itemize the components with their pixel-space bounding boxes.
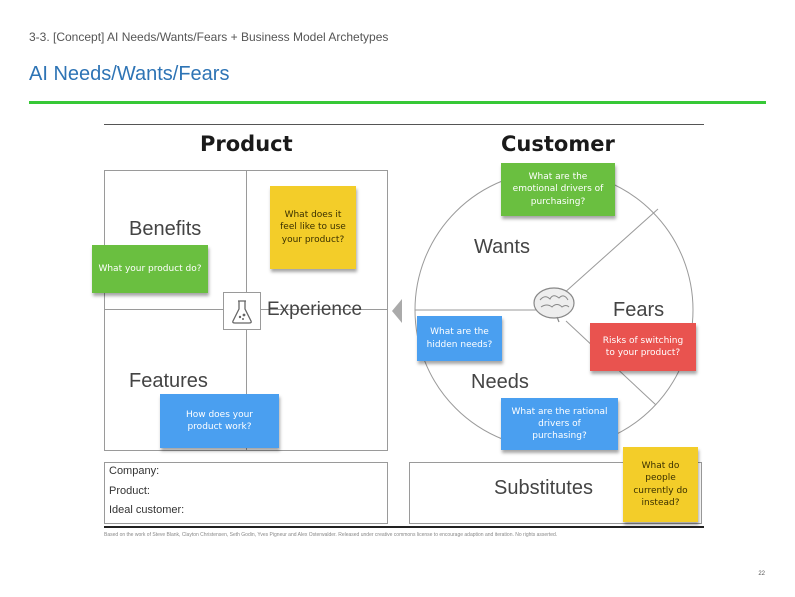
benefits-label: Benefits (129, 218, 202, 240)
info-box (104, 462, 388, 524)
features-label: Features (129, 370, 208, 392)
note-currently-do: What do people currently do instead? (623, 447, 698, 522)
product-label: Product: (109, 485, 150, 497)
brain-icon (531, 284, 577, 329)
note-feel-like: What does it feel like to use your produ… (270, 186, 356, 269)
customer-heading: Customer (501, 132, 615, 156)
substitutes-label: Substitutes (494, 477, 593, 499)
needs-label: Needs (471, 371, 529, 393)
company-label: Company: (109, 465, 160, 477)
note-product-do: What your product do? (92, 245, 208, 293)
attribution-text: Based on the work of Steve Blank, Clayto… (104, 532, 558, 538)
note-emotional: What are the emotional drivers of purcha… (501, 163, 615, 216)
title-divider (29, 101, 766, 104)
value-proposition-canvas: Product Customer Benefits Features Exper… (92, 124, 704, 544)
product-heading: Product (200, 132, 293, 156)
slide-title: AI Needs/Wants/Fears (29, 63, 230, 85)
flask-icon (223, 292, 261, 330)
experience-label: Experience (267, 299, 363, 320)
ideal-customer-label: Ideal customer: (109, 504, 185, 516)
note-rational: What are the rational drivers of purchas… (501, 398, 618, 450)
wants-label: Wants (474, 236, 530, 258)
slide-subtitle: 3-3. [Concept] AI Needs/Wants/Fears + Bu… (29, 30, 389, 44)
note-hidden-needs: What are the hidden needs? (417, 316, 502, 361)
note-product-work: How does your product work? (160, 394, 279, 448)
canvas-top-rule (104, 124, 704, 125)
note-switching: Risks of switching to your product? (590, 323, 696, 371)
canvas-bottom-rule (104, 526, 704, 528)
page-number: 22 (758, 571, 765, 577)
arrow-left-icon (391, 299, 403, 328)
fears-label: Fears (613, 299, 665, 321)
